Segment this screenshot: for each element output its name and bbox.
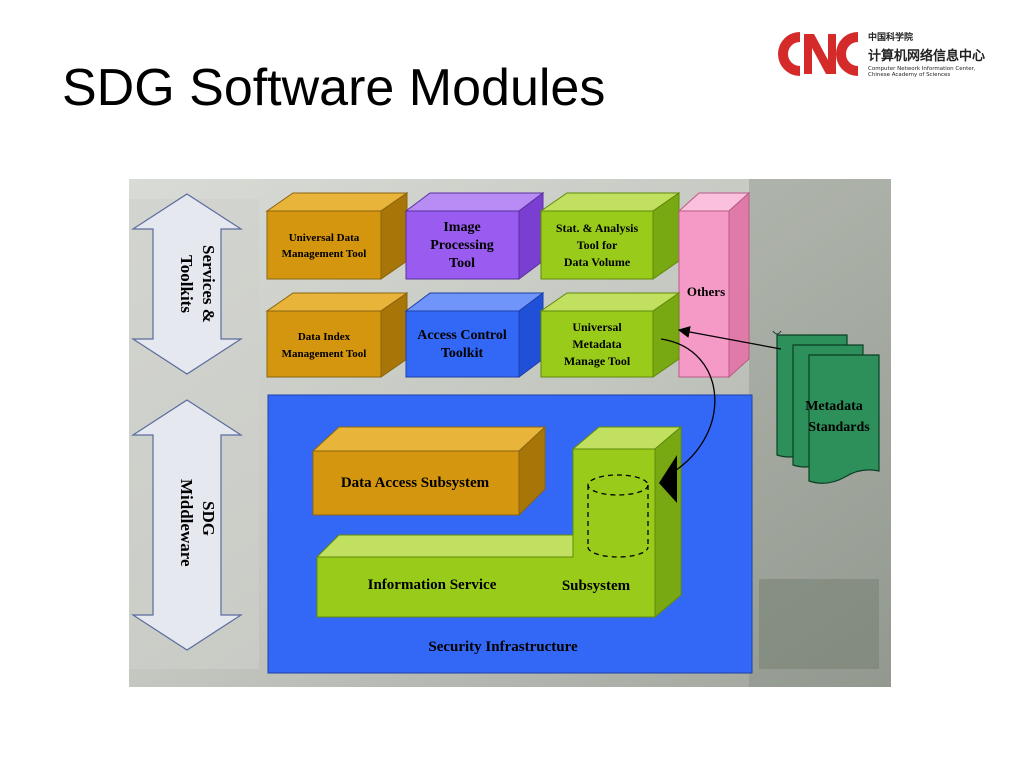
universal-data-management-tool-box: Universal Data Management Tool [265, 192, 409, 280]
metadata-standards-docs: Metadata Standards [772, 330, 880, 484]
logo-text: 中国科学院 计算机网络信息中心 Computer Network Informa… [868, 30, 985, 79]
universal-metadata-manage-tool-box: Universal Metadata Manage Tool [539, 292, 681, 378]
udm-label-1: Universal Data [289, 232, 360, 244]
slide-title: SDG Software Modules [62, 59, 606, 117]
stat-analysis-tool-box: Stat. & Analysis Tool for Data Volume [539, 192, 681, 280]
data-access-subsystem-box: Data Access Subsystem [311, 425, 547, 517]
cnic-logo: 中国科学院 计算机网络信息中心 Computer Network Informa… [772, 26, 1012, 86]
middleware-layer-arrow [130, 399, 244, 651]
metadata-to-info-service-arrow [660, 338, 716, 478]
standards-label-1: Metadata [805, 399, 863, 414]
info-service-arrow-head-icon [659, 455, 677, 503]
udm-label-2: Management Tool [282, 248, 367, 260]
others-box: Others [677, 191, 751, 379]
stat-label-3: Data Volume [564, 255, 631, 269]
logo-line-3a: Computer Network Information Center, [868, 66, 976, 72]
stat-label-2: Tool for [577, 238, 618, 252]
services-label-1: Services & [199, 245, 218, 323]
cnc-logo-mark-icon [778, 32, 858, 76]
img-label-2: Processing [430, 238, 494, 253]
access-control-toolkit-box: Access Control Toolkit [404, 292, 545, 378]
img-label-3: Tool [449, 256, 475, 271]
data-access-label: Data Access Subsystem [341, 475, 490, 491]
image-processing-tool-box: Image Processing Tool [404, 192, 545, 280]
standards-label-2: Standards [808, 420, 870, 435]
umm-label-2: Metadata [572, 337, 621, 351]
security-label: Security Infrastructure [428, 639, 578, 655]
logo-line-3b: Chinese Academy of Sciences [868, 72, 951, 79]
standards-to-metadata-arrow [677, 326, 782, 350]
dix-label-1: Data Index [298, 331, 351, 343]
logo-line-2: 计算机网络信息中心 [868, 49, 986, 64]
umm-label-1: Universal [572, 320, 622, 334]
logo-line-3: Computer Network Information Center, Chi… [868, 66, 985, 79]
img-label-1: Image [443, 220, 480, 235]
info-service-label-b: Subsystem [562, 578, 631, 594]
services-layer-arrow [130, 193, 244, 375]
umm-label-3: Manage Tool [564, 354, 631, 368]
dix-label-2: Management Tool [282, 348, 367, 360]
data-index-management-tool-box: Data Index Management Tool [265, 292, 409, 378]
acc-label-1: Access Control [417, 328, 507, 343]
others-label: Others [687, 284, 725, 299]
logo-line-1: 中国科学院 [868, 33, 914, 43]
database-cylinder-icon [587, 474, 649, 558]
stat-label-1: Stat. & Analysis [556, 221, 639, 235]
information-service-subsystem-box: Information Service Subsystem [315, 425, 683, 619]
acc-label-2: Toolkit [441, 346, 484, 361]
services-label-2: Toolkits [177, 255, 196, 313]
info-service-label-a: Information Service [368, 577, 497, 593]
middleware-label-2: Middleware [177, 479, 196, 567]
sdg-modules-diagram: Services & Toolkits SDG Middleware Unive… [129, 179, 891, 687]
middleware-label-1: SDG [199, 501, 218, 536]
